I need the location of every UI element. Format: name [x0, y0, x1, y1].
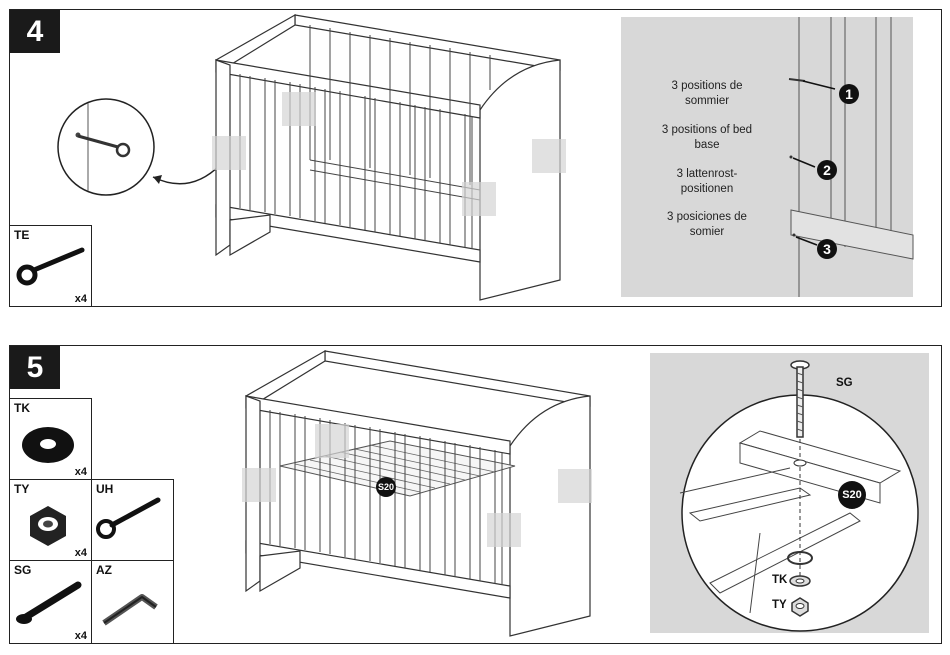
eye-bolt-detail-circle	[57, 98, 221, 196]
crib-with-slat-base-illustration	[245, 349, 591, 637]
highlight-marker	[532, 139, 566, 173]
rail-detail-drawing	[788, 17, 914, 297]
step-number: 4	[10, 10, 60, 53]
allen-key-icon	[102, 594, 158, 626]
position-badge-3: 3	[817, 239, 837, 259]
part-code: AZ	[96, 563, 112, 577]
nut-icon	[30, 506, 66, 546]
position-badge-2: 2	[817, 160, 837, 180]
part-qty: x4	[74, 466, 87, 478]
slat-base-label: S20	[376, 477, 396, 497]
part-code: SG	[14, 563, 32, 577]
detail-label-sg: SG	[836, 377, 853, 389]
part-qty: x4	[74, 547, 87, 559]
bolt-icon	[16, 581, 82, 624]
highlight-marker	[487, 513, 521, 547]
position-label-es: 3 posiciones de somier	[667, 211, 747, 238]
detail-label-ty: TY	[772, 599, 787, 611]
detail-label-tk: TK	[772, 574, 788, 586]
step-5-panel: 5 TK x4 TY x4 UH SG x4 AZ	[9, 345, 942, 644]
part-code: TY	[14, 482, 30, 496]
position-badge-1: 1	[839, 84, 859, 104]
highlight-marker	[558, 469, 592, 503]
part-box-az: AZ	[91, 560, 174, 644]
highlight-marker	[462, 182, 496, 216]
part-code: TE	[14, 228, 30, 242]
detail-label-s20: S20	[838, 481, 866, 509]
part-qty: x4	[74, 293, 87, 305]
part-qty: x4	[74, 630, 87, 642]
part-box-tk: TK x4	[9, 398, 92, 480]
crib-illustration	[215, 13, 561, 301]
highlight-marker	[282, 92, 316, 126]
bolt-assembly-drawing	[679, 360, 919, 632]
eye-bolt-icon	[16, 247, 85, 286]
highlight-marker	[242, 468, 276, 502]
part-box-ty: TY x4	[9, 479, 92, 561]
position-label-fr: 3 positions de sommier	[671, 80, 743, 107]
part-code: UH	[96, 482, 114, 496]
position-label-de: 3 lattenrost- positionen	[676, 168, 738, 195]
part-box-sg: SG x4	[9, 560, 92, 644]
part-box-te: TE x4	[9, 225, 92, 307]
step-4-panel: 4 TE x4	[9, 9, 942, 307]
part-code: TK	[14, 401, 30, 415]
bolt-assembly-detail: SG S20 TK TY	[650, 353, 929, 633]
highlight-marker	[212, 136, 246, 170]
base-positions-detail: 3 positions de sommier 3 positions of be…	[621, 17, 914, 297]
part-box-uh: UH	[91, 479, 174, 561]
highlight-marker	[315, 424, 349, 458]
position-label-en: 3 positions of bed base	[661, 124, 753, 151]
wrench-icon	[96, 497, 161, 539]
washer-icon	[22, 427, 74, 463]
step-number: 5	[10, 346, 60, 389]
